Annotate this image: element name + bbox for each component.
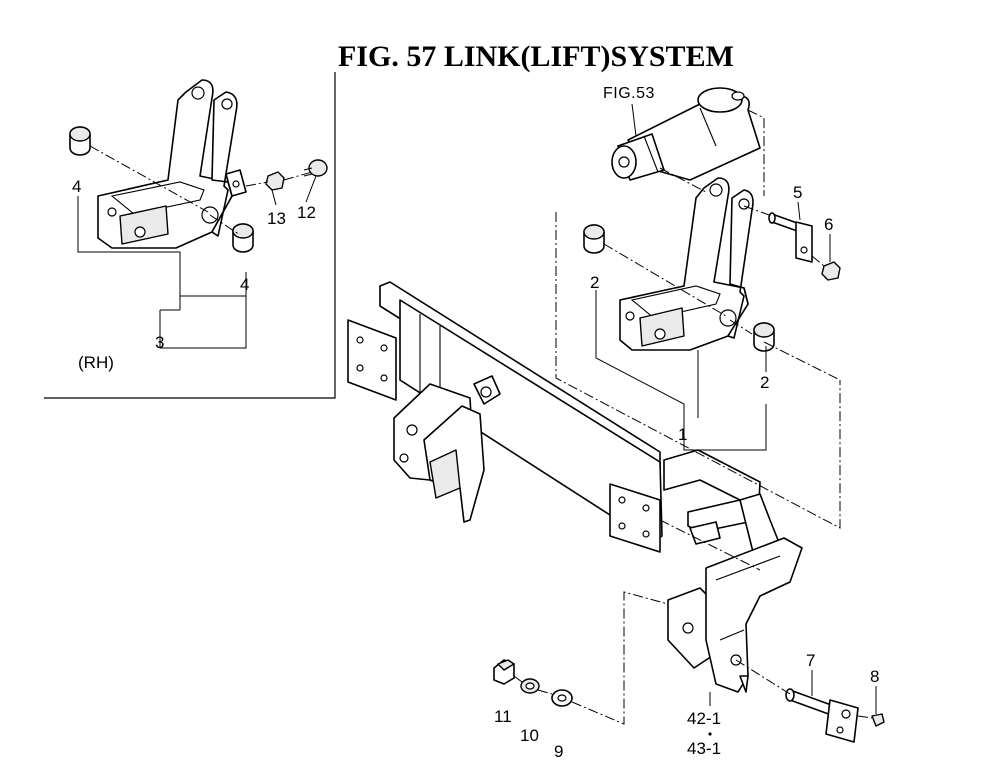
spring-washer-10 <box>520 678 540 694</box>
callout-9: 9 <box>554 742 563 761</box>
bushing-2-lower <box>753 322 775 352</box>
callout-3: 3 <box>155 333 164 352</box>
nut-13 <box>265 171 285 191</box>
callout-2-upper: 2 <box>590 273 599 292</box>
callout-8: 8 <box>870 667 879 686</box>
grease-fitting-12 <box>303 159 328 177</box>
bushing-2-upper <box>583 224 605 254</box>
pin-7 <box>785 688 859 743</box>
bushing-4-upper <box>69 126 91 156</box>
lift-arm-lh <box>619 177 754 351</box>
inset-leaders <box>77 145 317 349</box>
callout-13: 13 <box>267 209 286 228</box>
reference-fig53: FIG.53 <box>603 85 655 102</box>
callout-2-lower: 2 <box>760 373 769 392</box>
callout-separator-dot <box>708 732 712 736</box>
callout-12: 12 <box>297 203 316 222</box>
lift-cylinder-ref <box>611 87 761 181</box>
mounting-frame <box>347 281 803 693</box>
bolt-8 <box>871 713 885 727</box>
callout-4-upper: 4 <box>72 177 81 196</box>
callout-10: 10 <box>520 726 539 745</box>
main-leaders <box>513 109 877 725</box>
inset-note-rh: (RH) <box>78 353 114 372</box>
callout-6: 6 <box>824 215 833 234</box>
bolt-6 <box>821 261 841 281</box>
callout-7: 7 <box>806 651 815 670</box>
figure-title: FIG. 57 LINK(LIFT)SYSTEM <box>338 40 734 73</box>
washer-9 <box>551 689 573 707</box>
callout-43-1: 43-1 <box>687 739 721 758</box>
nut-11 <box>493 659 515 685</box>
plate-bracket-inset <box>225 169 247 197</box>
lift-arm-rh <box>97 79 238 249</box>
callout-1: 1 <box>678 425 687 444</box>
rh-inset-frame <box>44 72 336 399</box>
bushing-4-lower <box>232 223 254 253</box>
callout-42-1: 42-1 <box>687 709 721 728</box>
pin-5 <box>768 212 813 263</box>
callout-11: 11 <box>494 707 512 726</box>
callout-5: 5 <box>793 183 802 202</box>
callout-4-lower: 4 <box>240 275 249 294</box>
